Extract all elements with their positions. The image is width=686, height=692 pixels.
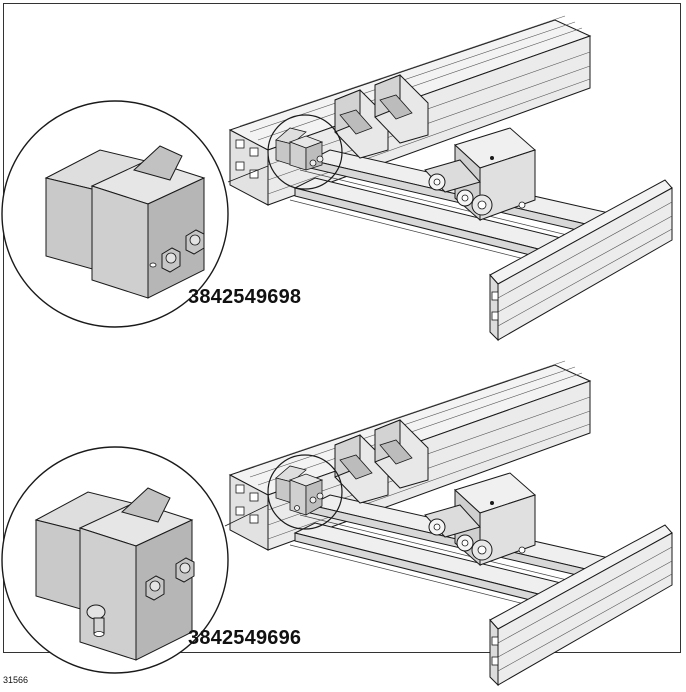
assembly-top [1, 15, 673, 341]
part-number-label-bottom: 3842549696 [188, 627, 302, 649]
assembly-bottom [1, 360, 673, 686]
damper-small-bottom [275, 465, 324, 516]
damper-large-bottom [34, 487, 195, 661]
drawing-number: 31566 [3, 675, 29, 685]
damper-large-top [44, 145, 206, 299]
damper-small-top [275, 127, 324, 171]
part-number-label-top: 3842549698 [188, 286, 302, 308]
